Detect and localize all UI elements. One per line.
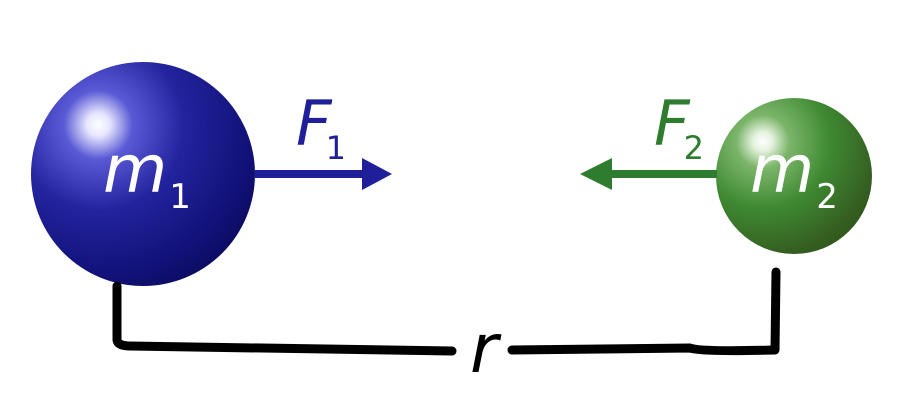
mass2-sphere (716, 98, 872, 254)
mass2-label: m2 (750, 131, 838, 217)
distance-label: r (470, 310, 502, 389)
force2-arrow (580, 158, 717, 190)
mass1-sphere (31, 62, 255, 286)
force1-arrow (255, 158, 392, 190)
mass1-label: m1 (103, 131, 191, 217)
force1-label: F1 (296, 87, 346, 167)
distance-bracket (112, 267, 781, 356)
force2-label: F2 (654, 87, 704, 167)
